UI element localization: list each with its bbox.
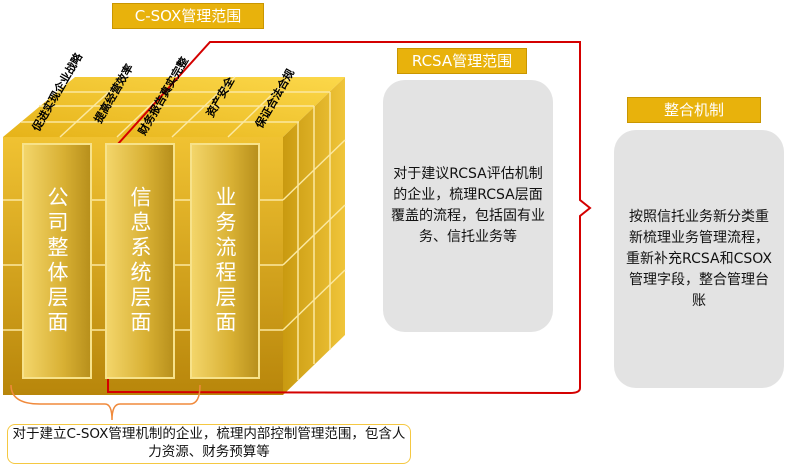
csox-description-text: 对于建立C-SOX管理机制的企业，梳理内部控制管理范围，包含人力资源、财务预算等 — [12, 426, 406, 460]
panel-business-process-level: 业务流程层面 — [190, 143, 260, 379]
rcsa-scope-outline — [107, 41, 592, 395]
integration-description: 按照信托业务新分类重新梳理业务管理流程，重新补充RCSA和CSOX管理字段，整合… — [614, 130, 784, 388]
csox-description: 对于建立C-SOX管理机制的企业，梳理内部控制管理范围，包含人力资源、财务预算等 — [7, 424, 411, 464]
panel-company-level: 公司整体层面 — [22, 143, 92, 379]
integration-title: 整合机制 — [627, 97, 761, 123]
integration-description-text: 按照信托业务新分类重新梳理业务管理流程，重新补充RCSA和CSOX管理字段，整合… — [626, 208, 772, 309]
csox-brace — [10, 384, 201, 421]
rcsa-description: 对于建议RCSA评估机制的企业，梳理RCSA层面覆盖的流程，包括固有业务、信托业… — [383, 80, 553, 332]
csox-title: C-SOX管理范围 — [112, 3, 264, 29]
rcsa-title: RCSA管理范围 — [397, 48, 527, 74]
rcsa-description-text: 对于建议RCSA评估机制的企业，梳理RCSA层面覆盖的流程，包括固有业务、信托业… — [391, 166, 545, 245]
panel-it-system-level: 信息系统层面 — [105, 143, 175, 379]
cube-grid — [3, 76, 346, 380]
